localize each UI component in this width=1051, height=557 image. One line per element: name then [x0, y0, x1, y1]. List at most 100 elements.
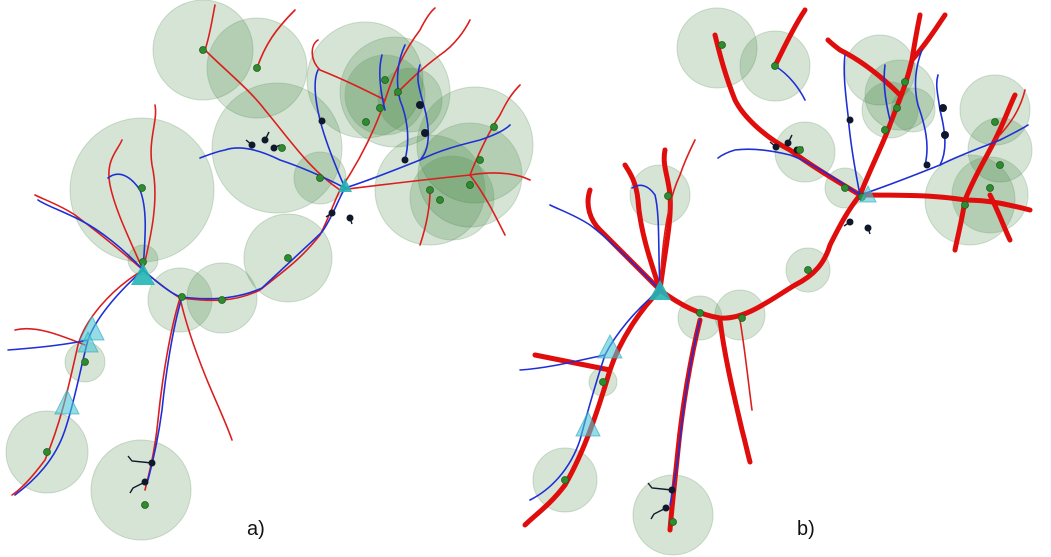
- panel-b-red-traces: [659, 89, 1026, 411]
- blue-trace: [883, 64, 891, 121]
- red-trace: [11, 269, 144, 496]
- spine-stub: [127, 131, 353, 494]
- blue-trace: [859, 74, 946, 196]
- branch-node: [426, 186, 434, 194]
- region-disc: [629, 164, 691, 226]
- blue-trace: [419, 124, 511, 161]
- panel-a-red-traces: [11, 4, 531, 496]
- branch-node: [316, 174, 324, 182]
- region-disc: [306, 21, 424, 139]
- red-trace: [339, 7, 436, 191]
- blue-trace: [843, 54, 861, 196]
- blue-trace: [717, 148, 861, 196]
- branch-node: [669, 518, 677, 526]
- red-trace: [311, 39, 386, 101]
- red-trace-thick: [622, 162, 663, 293]
- panel-a-label: a): [247, 518, 265, 540]
- soma-marker: [575, 410, 601, 437]
- panel-a: a): [5, 0, 534, 541]
- branch-node: [394, 88, 402, 96]
- blue-trace: [379, 54, 386, 111]
- branch-node: [138, 184, 146, 192]
- soma-marker: [77, 330, 99, 353]
- branch-node: [738, 314, 746, 322]
- blue-trace: [142, 187, 346, 300]
- soma-marker: [649, 280, 671, 300]
- blue-trace: [939, 124, 1029, 166]
- branch-node: [466, 181, 474, 189]
- panel-b-label: b): [797, 518, 815, 540]
- blue-trace: [529, 289, 661, 501]
- branch-node: [253, 64, 261, 72]
- branch-node: [199, 46, 207, 54]
- red-trace: [739, 319, 753, 411]
- branch-node: [961, 201, 969, 209]
- red-trace: [108, 139, 144, 271]
- blue-trace: [519, 354, 606, 371]
- red-trace: [659, 139, 696, 291]
- branch-node: [376, 104, 384, 112]
- blue-trace: [774, 65, 806, 101]
- branch-node: [718, 41, 726, 49]
- spine-node: [939, 104, 947, 112]
- panel-a-region-discs: [5, 0, 534, 541]
- red-trace-thick: [825, 37, 903, 98]
- branch-node: [218, 296, 226, 304]
- blue-trace: [549, 204, 661, 291]
- branch-node: [278, 144, 286, 152]
- panel-b-somas: [575, 184, 877, 437]
- soma-marker: [54, 388, 80, 415]
- soma-marker: [338, 178, 352, 192]
- branch-node: [436, 196, 444, 204]
- branch-node: [178, 293, 186, 301]
- red-trace: [34, 194, 144, 271]
- panel-a-somas: [54, 178, 352, 415]
- panel-b-region-discs: [532, 7, 1033, 556]
- red-trace-thick: [522, 287, 663, 528]
- blue-trace: [7, 339, 89, 351]
- spine-node: [421, 129, 429, 137]
- spine-node: [846, 116, 854, 124]
- red-trace-thick: [772, 7, 808, 69]
- branch-node: [696, 309, 704, 317]
- red-trace: [179, 297, 233, 441]
- spine-node: [401, 156, 409, 164]
- red-trace: [469, 174, 506, 236]
- branch-node: [599, 378, 607, 386]
- soma-marker: [79, 314, 105, 341]
- spine-node: [923, 161, 931, 169]
- spine-node: [416, 101, 424, 109]
- branch-node: [881, 126, 889, 134]
- panel-b-spine-markers: [647, 104, 949, 520]
- region-disc: [861, 81, 919, 139]
- branch-node: [841, 184, 849, 192]
- blue-trace: [199, 147, 346, 189]
- red-trace: [256, 9, 296, 69]
- soma-marker: [859, 184, 877, 203]
- red-trace-thick: [909, 12, 948, 63]
- red-trace: [339, 172, 531, 191]
- branch-node: [284, 254, 292, 262]
- soma-marker: [597, 333, 623, 359]
- blue-trace: [631, 184, 661, 291]
- red-trace-thick: [717, 317, 753, 465]
- blue-trace: [396, 44, 409, 161]
- branch-node: [664, 192, 672, 200]
- branch-node: [804, 266, 812, 274]
- red-trace-thick: [987, 192, 1013, 243]
- branch-node: [43, 448, 51, 456]
- branch-node: [991, 118, 999, 126]
- red-trace: [204, 4, 216, 51]
- blue-trace: [14, 269, 144, 496]
- branch-node: [490, 123, 498, 131]
- branch-node: [893, 104, 901, 112]
- branch-node: [362, 118, 370, 126]
- red-trace: [204, 49, 341, 191]
- red-trace: [994, 89, 1026, 141]
- branch-node: [901, 78, 909, 86]
- red-trace-thick: [857, 12, 923, 198]
- branch-node: [476, 156, 484, 164]
- branch-node: [381, 76, 389, 84]
- branch-node: [986, 184, 994, 192]
